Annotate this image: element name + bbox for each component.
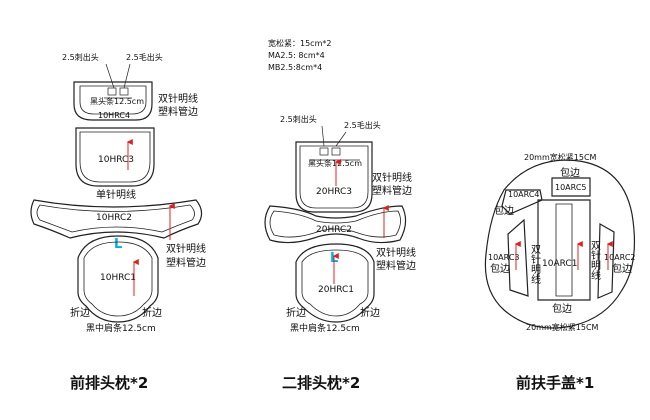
- label-stitched-end: 2.5刺出头: [280, 114, 317, 124]
- piece-10hrc2: [30, 199, 203, 239]
- label-20hrc3: 20HRC3: [316, 187, 352, 197]
- spec-elastic: 宽松紧：15cm*2: [268, 38, 331, 48]
- piece-10arc3: [507, 218, 529, 297]
- spec-ma: MA2.5: 8cm*4: [268, 51, 325, 60]
- note-double-needle-2: 双针明线: [376, 246, 416, 259]
- note-plastic-piping-2: 塑料管边: [376, 259, 416, 272]
- piece-10arc4: [501, 189, 543, 215]
- label-bind-right: 包边: [612, 262, 632, 275]
- label-20hrc1: 20HRC1: [318, 285, 354, 295]
- group-second-row-headrest: 宽松紧：15cm*2 MA2.5: 8cm*4 MB2.5:8cm*4 2.5刺…: [264, 38, 416, 392]
- note-double-needle-left: 双针明线: [529, 244, 541, 284]
- label-bottom-strip: 黑中肩条12.5cm: [86, 322, 156, 334]
- label-fold-right: 折边: [360, 306, 380, 319]
- label-10hrc3: 10HRC3: [98, 155, 134, 165]
- label-10hrc4: 10HRC4: [98, 111, 130, 120]
- title-front-armrest-cover: 前扶手盖*1: [516, 374, 594, 392]
- label-elastic-bottom: 20mm宽松紧15CM: [526, 322, 599, 332]
- note-plastic-piping: 塑料管边: [372, 184, 412, 197]
- title-front-headrest: 前排头枕*2: [70, 374, 148, 392]
- label-20hrc2: 20HRC2: [316, 225, 352, 235]
- note-plastic-piping: 塑料管边: [158, 105, 198, 118]
- label-fold-left: 折边: [70, 306, 90, 319]
- piece-10arc2: [597, 222, 615, 299]
- label-10hrc2: 10HRC2: [96, 213, 132, 223]
- tab-marker: [107, 87, 117, 96]
- label-bind-left: 包边: [494, 204, 514, 217]
- piece-10arc5: [551, 177, 591, 197]
- label-10arc5: 10ARC5: [555, 183, 587, 192]
- mark-l: L: [114, 237, 122, 252]
- label-bind-left-2: 包边: [490, 262, 510, 275]
- label-bottom-strip: 黑中肩条12.5cm: [290, 322, 360, 334]
- spec-mb: MB2.5:8cm*4: [268, 63, 322, 72]
- piece-10hrc3: [75, 127, 155, 187]
- note-double-needle: 双针明线: [372, 171, 412, 184]
- label-10arc1: 10ARC1: [542, 259, 577, 269]
- label-10arc2: 10ARC2: [604, 253, 636, 262]
- label-stitched-end: 2.5刺出头: [62, 52, 99, 62]
- label-fold-left: 折边: [286, 306, 306, 319]
- label-raw-end: 2.5毛出头: [344, 120, 381, 130]
- label-bind-bottom: 包边: [552, 302, 572, 315]
- label-fold-right: 折边: [142, 306, 162, 319]
- group-front-headrest: 2.5刺出头 2.5毛出头 黑头条12.5cm 10HRC4 双针明线 塑料管边…: [30, 52, 206, 392]
- title-second-row-headrest: 二排头枕*2: [282, 374, 360, 392]
- label-10hrc1: 10HRC1: [100, 273, 136, 283]
- piece-20hrc3: [295, 141, 373, 213]
- label-bind-top: 包边: [560, 166, 580, 179]
- label-raw-end: 2.5毛出头: [126, 52, 163, 62]
- piece-10hrc4: [73, 81, 153, 121]
- label-10arc3: 10ARC3: [488, 253, 520, 262]
- leader-line: [123, 63, 131, 89]
- piece-10hrc1: [77, 235, 159, 323]
- note-plastic-piping-2: 塑料管边: [166, 256, 206, 269]
- piece-20hrc1: [295, 243, 375, 323]
- label-elastic-top: 20mm宽松紧15CM: [524, 152, 597, 162]
- label-head-strip: 黑头条12.5cm: [90, 96, 144, 106]
- piece-20hrc2: [264, 205, 407, 244]
- piece-10arc1: [537, 199, 591, 301]
- note-double-needle: 双针明线: [158, 92, 198, 105]
- label-10arc4: 10ARC4: [508, 190, 540, 199]
- note-double-needle-right: 双针明线: [589, 240, 601, 280]
- note-single-needle: 单针明线: [96, 188, 136, 201]
- note-double-needle-2: 双针明线: [166, 242, 206, 255]
- outline-elastic-border: [484, 159, 636, 329]
- tab-marker: [119, 87, 129, 96]
- leader-line: [105, 63, 115, 89]
- group-front-armrest-cover: 20mm宽松紧15CM 10ARC5 包边 10ARC4 包边 10ARC1 1…: [484, 152, 636, 392]
- label-head-strip: 黑头条12.5cm: [308, 158, 362, 168]
